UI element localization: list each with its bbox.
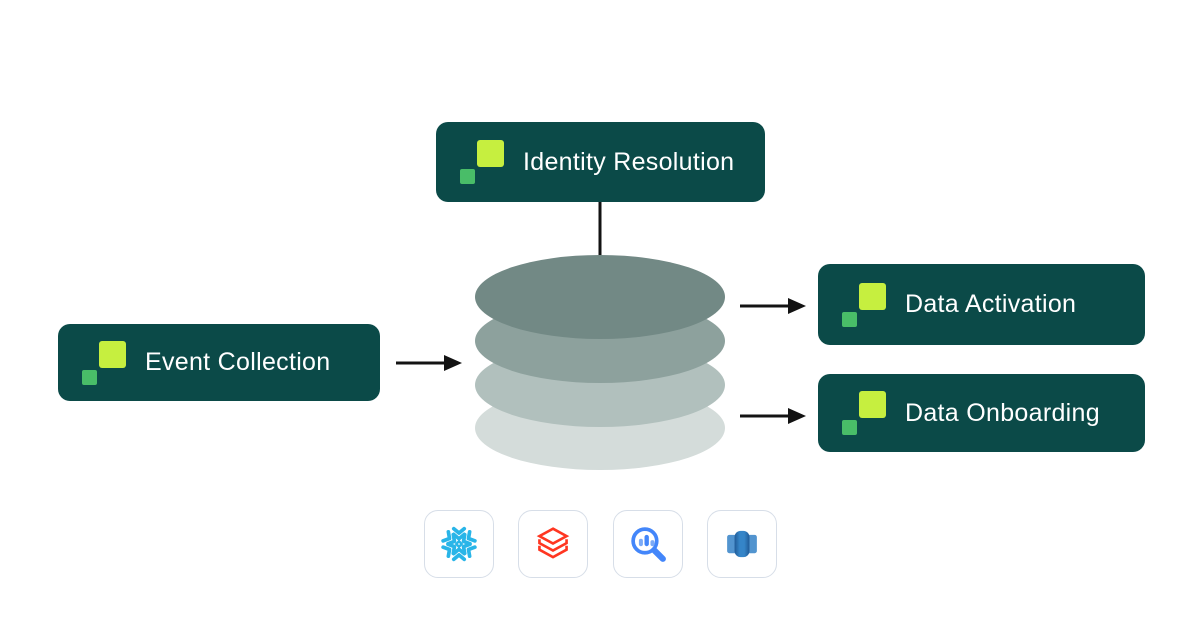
node-event-collection: Event Collection xyxy=(58,324,380,401)
node-identity-resolution: Identity Resolution xyxy=(436,122,765,202)
squares-logo-icon xyxy=(842,391,886,435)
connector-onboarding-arrowhead xyxy=(788,408,806,424)
connector-activation-arrowhead xyxy=(788,298,806,314)
connector-event-arrowhead xyxy=(444,355,462,371)
warehouse-card-databricks xyxy=(518,510,588,578)
node-data-onboarding: Data Onboarding xyxy=(818,374,1145,452)
logo-square-small xyxy=(82,369,97,385)
node-label-event-collection: Event Collection xyxy=(145,348,331,376)
node-label-data-onboarding: Data Onboarding xyxy=(905,398,1100,427)
databricks-icon xyxy=(536,527,570,559)
squares-logo-icon xyxy=(842,282,886,327)
bigquery-icon xyxy=(631,527,666,562)
node-label-identity-resolution: Identity Resolution xyxy=(523,147,735,176)
stack-layer-1 xyxy=(475,255,725,339)
warehouse-card-bigquery xyxy=(613,510,683,578)
snowflake-icon xyxy=(441,526,477,562)
logo-square-small xyxy=(842,311,857,327)
node-label-data-activation: Data Activation xyxy=(905,290,1077,318)
redshift-icon xyxy=(727,530,757,558)
logo-square-small xyxy=(842,420,857,435)
node-data-activation: Data Activation xyxy=(818,264,1145,345)
logo-square-small xyxy=(460,169,475,184)
logo-square-large xyxy=(99,340,126,368)
warehouse-card-redshift xyxy=(707,510,777,578)
logo-square-large xyxy=(477,140,504,167)
logo-square-large xyxy=(859,391,886,418)
warehouse-card-snowflake xyxy=(424,510,494,578)
logo-square-large xyxy=(859,282,886,310)
squares-logo-icon xyxy=(82,340,126,385)
squares-logo-icon xyxy=(460,140,504,184)
